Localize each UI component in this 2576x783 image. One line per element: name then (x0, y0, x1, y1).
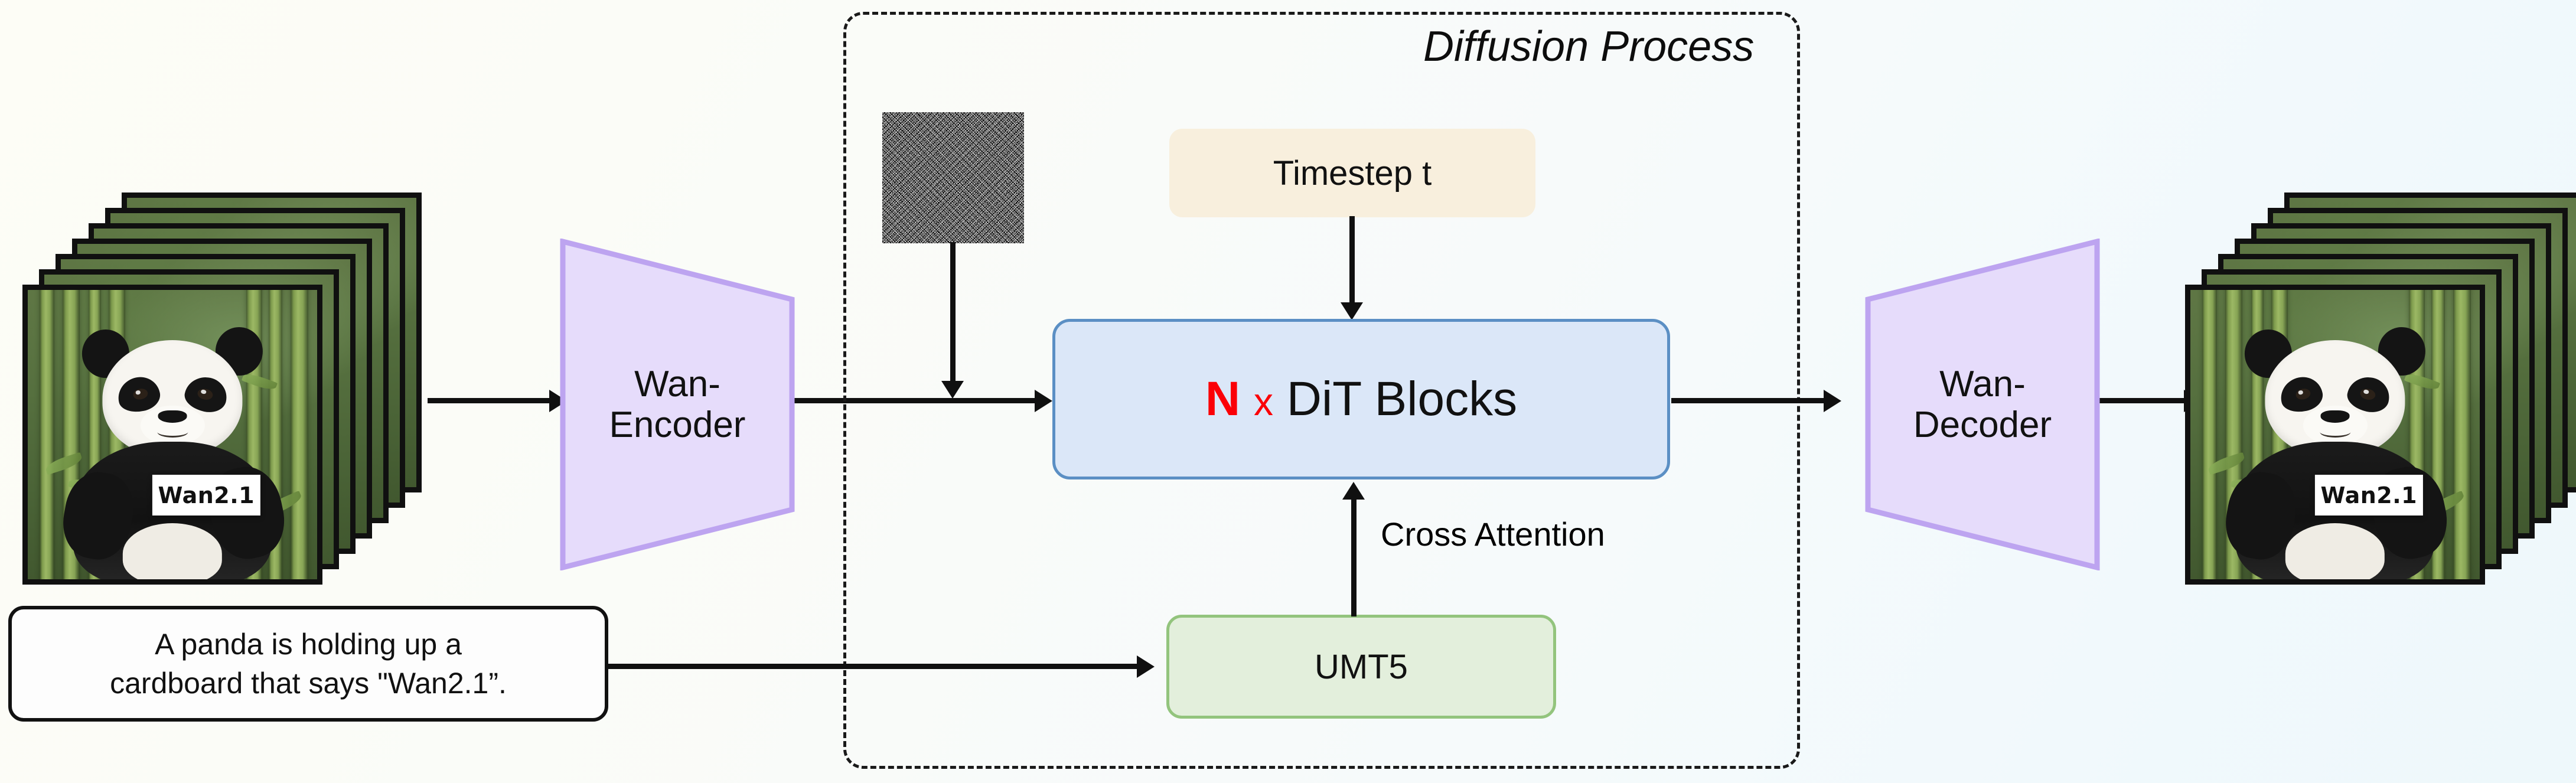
arrow-prompt-to-umt5-head (1137, 655, 1155, 678)
video-frame-front: Wan2.1 (2185, 285, 2485, 585)
arrow-encoder-to-dit-line (793, 398, 1046, 403)
arrow-prompt-to-umt5-line (607, 664, 1139, 669)
video-frame-front: Wan2.1 (22, 285, 322, 585)
dit-block-count: N (1205, 372, 1241, 426)
cross-attention-label: Cross Attention (1381, 516, 1605, 553)
trapezoid-shape (1865, 239, 2100, 570)
trapezoid-shape (560, 239, 795, 570)
input-video-frames[interactable]: Wan2.1 (22, 193, 424, 589)
text-prompt-box[interactable]: A panda is holding up a cardboard that s… (8, 606, 608, 722)
arrow-noise-to-latent-head (941, 381, 964, 399)
wan-decoder-label: Wan- Decoder (1913, 363, 2052, 445)
panda-sign-card: Wan2.1 (2314, 475, 2424, 516)
umt5-label: UMT5 (1315, 647, 1408, 686)
arrow-timestep-to-dit-head (1341, 302, 1363, 320)
timestep-label: Timestep t (1273, 154, 1432, 193)
dit-blocks-node[interactable]: N x DiT Blocks (1052, 319, 1670, 479)
wan-encoder-label: Wan- Encoder (609, 363, 746, 445)
noise-latent-patch (882, 112, 1024, 243)
diffusion-process-label: Diffusion Process (1423, 23, 1755, 70)
arrow-dit-to-decoder-head (1824, 390, 1841, 412)
arrow-cross-attention-head (1342, 482, 1365, 500)
text-prompt-value: A panda is holding up a cardboard that s… (110, 628, 507, 700)
dit-blocks-label: N x DiT Blocks (1205, 371, 1517, 427)
panda-sign-card: Wan2.1 (152, 475, 261, 516)
arrow-timestep-to-dit-line (1349, 216, 1355, 306)
arrow-decoder-to-output-line (2098, 398, 2186, 403)
output-video-frames[interactable]: Wan2.1 (2185, 193, 2576, 589)
arrow-input-to-encoder-line (428, 398, 552, 403)
arrow-encoder-to-dit-head (1035, 390, 1052, 412)
wan-decoder-node[interactable]: Wan- Decoder (1865, 239, 2100, 570)
arrow-dit-to-decoder-line (1671, 398, 1831, 403)
wan-encoder-node[interactable]: Wan- Encoder (560, 239, 795, 570)
arrow-cross-attention-line (1351, 498, 1357, 616)
timestep-node[interactable]: Timestep t (1169, 129, 1535, 217)
arrow-noise-to-latent-line (950, 242, 956, 383)
dit-multiply-sign: x (1253, 380, 1273, 423)
umt5-node[interactable]: UMT5 (1166, 615, 1556, 719)
dit-blocks-text: DiT Blocks (1286, 372, 1518, 426)
diffusion-process-container (843, 12, 1800, 769)
